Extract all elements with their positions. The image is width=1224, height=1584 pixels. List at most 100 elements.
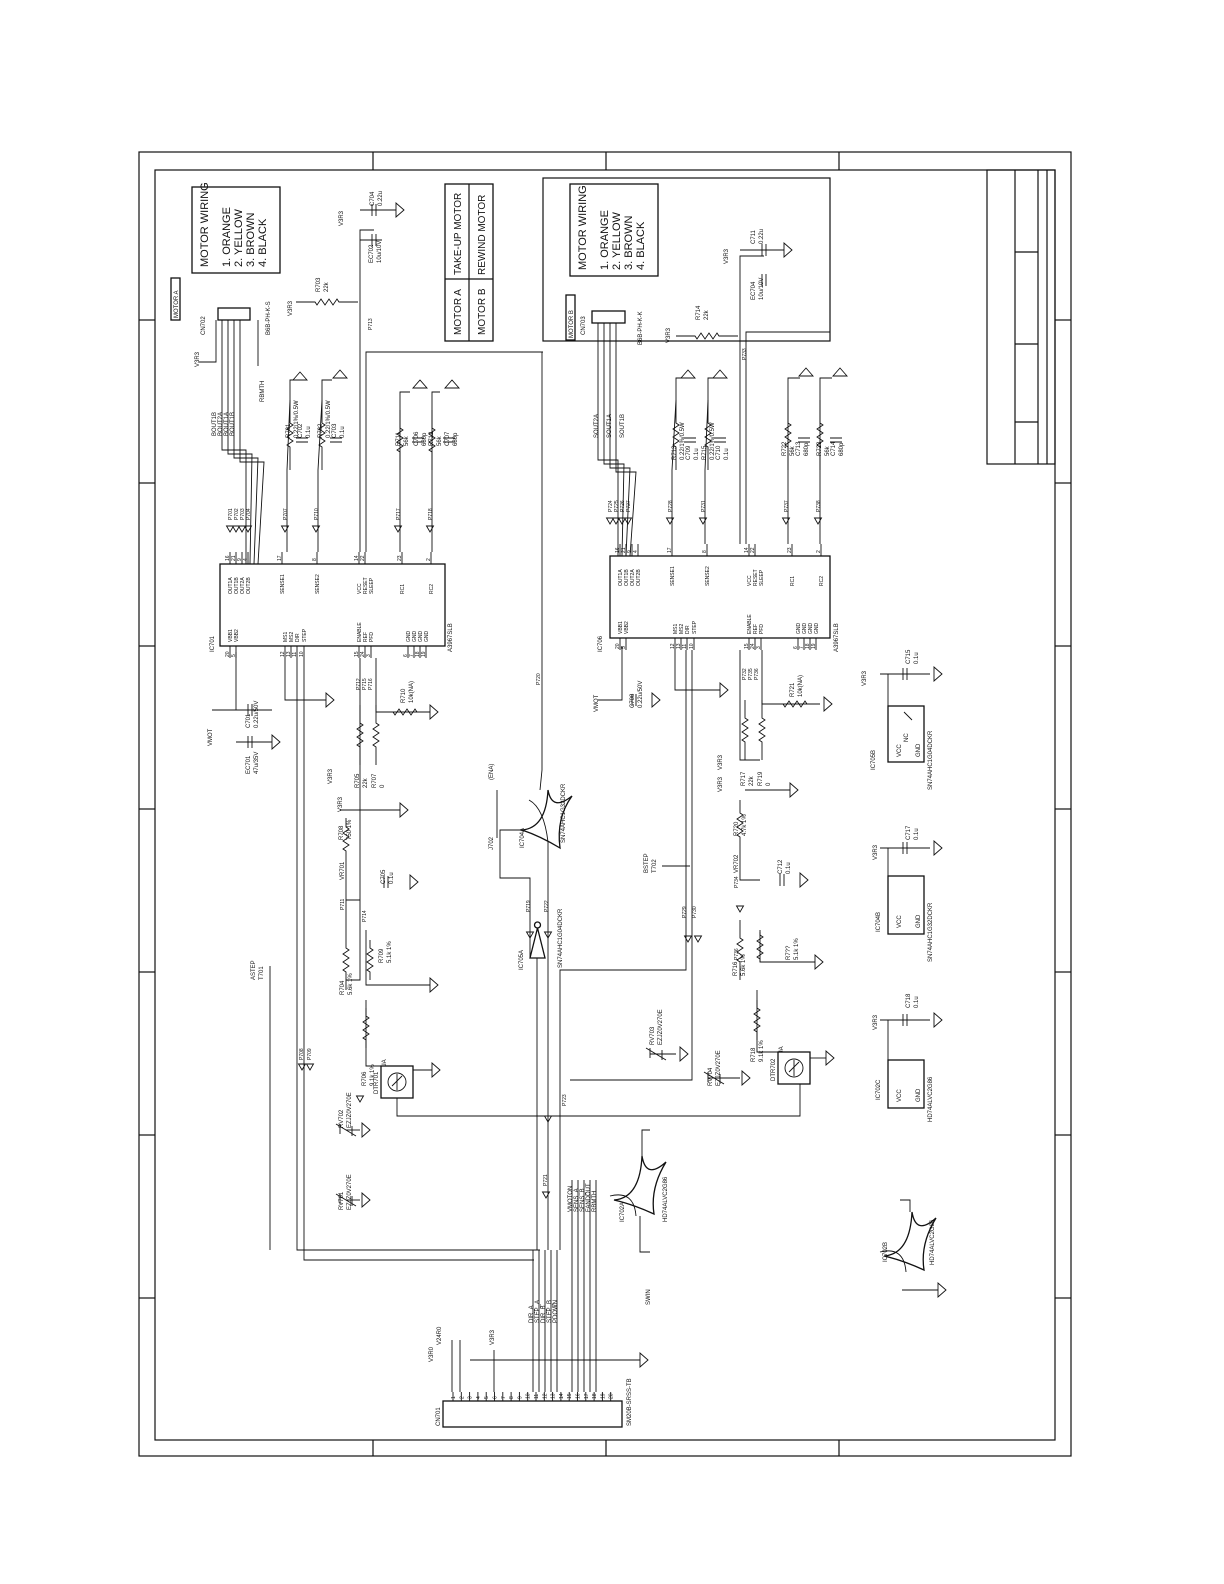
ic702b-ref: IC702B: [883, 1242, 889, 1262]
tp-label: P709: [307, 1048, 313, 1060]
ground-icon: [719, 682, 729, 698]
net-v3r3-ic705b: V3R3: [862, 670, 868, 686]
driver-a-pins-left-pin-label: VBB2: [234, 629, 240, 642]
tp-arrow-icon: [623, 517, 633, 525]
net-v3r3-r720: V3R3: [718, 754, 724, 770]
c710-value: 0.1u: [724, 448, 730, 460]
tp-arrow-icon: [813, 517, 823, 525]
ground-icon: [271, 734, 281, 750]
driver-b-ref: IC706: [598, 635, 604, 652]
rv702-varistor: [335, 1123, 357, 1137]
r704-value: 5.6k 1%: [348, 973, 354, 995]
ic702c-vcc: VCC: [897, 1089, 903, 1102]
ic704b-gnd: GND: [916, 914, 922, 928]
net-vmot-a: VMOT: [208, 728, 214, 746]
driver-b-pins-left-pin-label: GND: [808, 623, 814, 635]
driver-a-pins-left-pin-number: 5: [231, 654, 237, 657]
net-bout2a: BOUT2A: [218, 412, 224, 436]
c703-ref: C703: [332, 423, 338, 438]
r716-value: 5.6k 1%: [741, 954, 747, 976]
j702-ref: J702: [489, 836, 495, 850]
cn701-pin-number: 5: [484, 1396, 490, 1399]
driver-a-pins-right-pin-label: RC1: [400, 584, 406, 594]
r709-wire: [365, 930, 430, 986]
rc1-a-wire: [399, 391, 410, 552]
dir-a-wire: [296, 658, 540, 1251]
rv701-ref: RV701: [339, 1191, 345, 1210]
ec702-cap: [371, 234, 377, 246]
cn701-pin-number: 9: [517, 1396, 523, 1399]
ic704b-ref: IC704B: [876, 912, 882, 932]
rv703-value: EZJZ0V270E: [658, 1009, 664, 1045]
tp-arrow-icon: [243, 525, 253, 533]
rv701-varistor: [335, 1193, 357, 1207]
tp-arrow-icon: [617, 517, 627, 525]
tp-label: P736: [734, 948, 740, 960]
driver-a-pins-left-pin-number: 19: [421, 651, 427, 657]
motor-wiring-b-line-2: 2. YELLOW: [611, 212, 623, 270]
cn701-pin-number: 6: [493, 1396, 499, 1399]
tp-arrow-icon: [698, 517, 708, 525]
cn703-tag: MOTOR B: [569, 310, 575, 338]
c708-cap: [631, 694, 637, 706]
c705-cap: [383, 876, 389, 888]
r705-resistor: [356, 705, 364, 765]
tp-label: P708: [299, 1048, 305, 1060]
driver-b-pins-right-pin-number: 22: [750, 547, 756, 553]
r707-resistor: [372, 705, 380, 765]
ground-icon: [825, 1050, 835, 1066]
c713-ref: C713: [796, 441, 802, 456]
net-dir-a: DIR_A: [529, 1305, 535, 1323]
ground-icon: [639, 1352, 649, 1368]
cn703-ref: CN703: [581, 316, 587, 335]
driver-a-pins-right-pin-label: OUT1B: [234, 577, 240, 594]
net-sens-a: SENS_A: [574, 1188, 580, 1212]
driver-a-pins-left-pin-label: GND: [412, 631, 418, 643]
driver-b-pins-left-pin-number: 11: [682, 644, 688, 649]
dtr702-ref: DTR702: [771, 1058, 777, 1081]
r714-value: 22k: [704, 309, 710, 320]
cn702-tag: MOTOR A: [174, 290, 180, 318]
ground-icon: [325, 692, 335, 708]
c718-ref: C718: [906, 993, 912, 1008]
reset-a-wire: [365, 351, 543, 552]
r719-resistor: [758, 700, 766, 760]
driver-b-pins-right-pin-number: 2: [816, 550, 822, 553]
net-step-b: STEP_B: [547, 1300, 553, 1323]
tp-arrow-icon: [781, 517, 791, 525]
c710-ref: C710: [716, 445, 722, 460]
net-v24r0: V24R0: [437, 1326, 443, 1345]
ground-icon: [799, 872, 809, 888]
cn701-part: SM20B-SRSS-TB: [627, 1378, 633, 1426]
dtr701: [380, 1065, 414, 1099]
r717-resistor: [741, 700, 749, 760]
tp-arrow-icon: [425, 525, 435, 533]
r707-ref: R707: [372, 773, 378, 788]
driver-a-pins-right-pin-label: OUT1A: [228, 577, 234, 594]
net-v3r3-r714: V3R3: [666, 327, 672, 343]
r702-value: 0.22/1%/0.5W: [326, 400, 332, 438]
driver-b-pins-right-pin-label: OUT1B: [624, 569, 630, 586]
net-rbmth: RBMTH: [592, 1191, 598, 1212]
step-b-wire: [570, 650, 693, 1081]
r722-value: 56k: [790, 445, 796, 456]
step-a-wire: [303, 658, 534, 1261]
c702-value: 0.1u: [306, 426, 312, 438]
r714-resistor: [676, 332, 738, 340]
ic702b-part: HD74ALVC2G86: [930, 1219, 936, 1265]
r717-ref: R717: [741, 771, 747, 786]
c704-cap: [371, 204, 377, 216]
r705-value: 22k: [363, 777, 369, 788]
driver-b-pins-right-pin-label: OUT1A: [618, 569, 624, 586]
tp-label: P725: [614, 500, 620, 512]
tp-label: P716: [368, 678, 374, 690]
t702-ref: T702: [652, 859, 658, 873]
motor-wiring-b-line-4: 4. BLACK: [635, 221, 647, 270]
ground-icon: [361, 1122, 371, 1138]
ic705b-part: SN74AHC1G04DCKR: [928, 730, 934, 790]
driver-a-pins-left-pin-number: 24: [360, 651, 366, 657]
driver-b-pins-left-pin-label: DIR: [685, 625, 691, 634]
sense1-b-wire: [671, 377, 684, 544]
gate-ic704a: IC704A SN74AHC1G32DCKR: [520, 783, 573, 850]
